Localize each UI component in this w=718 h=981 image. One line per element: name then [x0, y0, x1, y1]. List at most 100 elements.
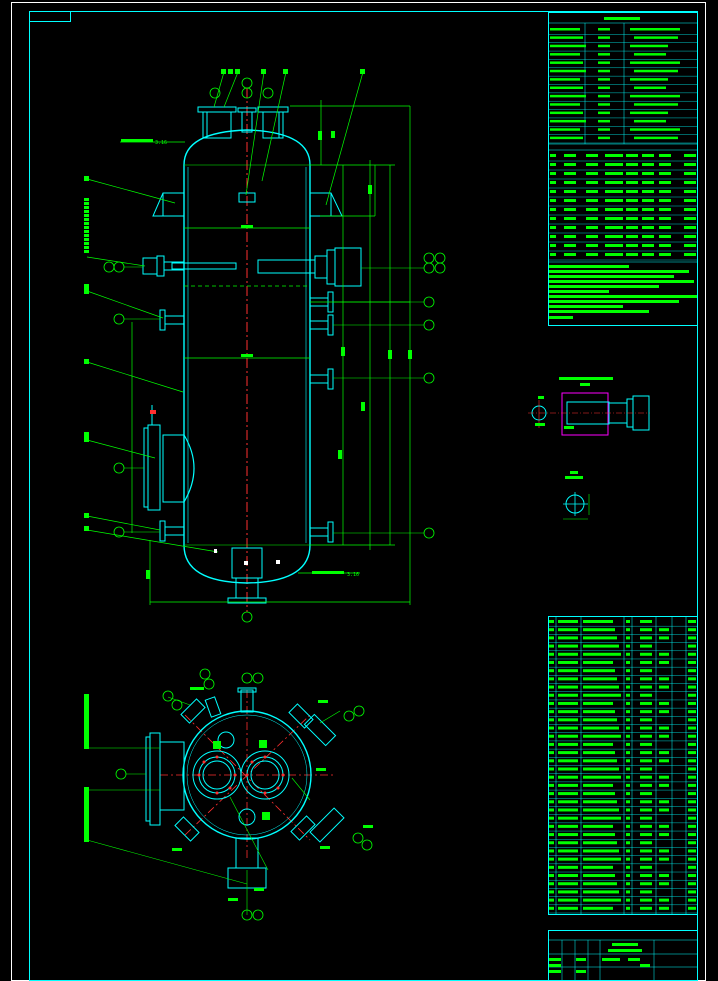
table-cell-text [688, 849, 696, 853]
table-cell-text [688, 652, 696, 656]
table-cell-text [634, 119, 666, 123]
table-cell-text [626, 767, 630, 771]
table-cell-text [688, 751, 696, 755]
dimension-values [146, 131, 412, 579]
table-cell-text [598, 128, 610, 131]
table-cell-text [583, 644, 619, 648]
table-cell-text [659, 685, 669, 689]
table-cell-text [630, 128, 680, 131]
table-cell-text [630, 78, 668, 81]
table-cell-text [598, 61, 610, 64]
table-cell-text [626, 669, 630, 673]
table-cell-text [626, 816, 630, 820]
table-cell-text [564, 235, 576, 238]
table-cell-text [640, 906, 652, 910]
table-cell-text [549, 734, 554, 738]
table-cell-text [626, 751, 630, 755]
table-cell-text [549, 620, 554, 623]
table-cell-text [549, 685, 554, 689]
table-cell-text [558, 824, 578, 828]
table-cell-text [626, 783, 630, 787]
table-cell-text [626, 857, 630, 861]
table-cell-text [598, 119, 610, 123]
table-cell-text [640, 734, 652, 738]
table-cell-text [605, 253, 623, 256]
table-cell-text [550, 36, 583, 39]
table-cell-text [659, 800, 669, 804]
table-cell-text [634, 36, 678, 39]
table-cell-text [586, 253, 598, 256]
table-cell-text [558, 833, 578, 837]
table-cell-text [586, 226, 598, 229]
table-cell-text [549, 742, 554, 746]
table-cell-text [550, 172, 556, 175]
table-cell-text [659, 226, 671, 229]
table-cell-text [626, 874, 630, 878]
table-cell-text [626, 833, 630, 837]
table-cell-text [558, 652, 578, 656]
table-cell-text [583, 783, 613, 787]
table-cell-text [549, 718, 554, 722]
table-cell-text [626, 824, 630, 828]
plan-bolt-holes [197, 755, 285, 795]
table-cell-text [640, 865, 652, 869]
callout-leaders [124, 266, 424, 534]
leader-lines-left [86, 178, 219, 553]
table-cell-text [626, 199, 638, 202]
table-cell-text [626, 693, 630, 697]
plan-leaders [86, 696, 341, 915]
table-cell-text [684, 163, 696, 166]
table-cell-text [583, 906, 613, 910]
detail-small-fitting [563, 471, 590, 520]
table-cell-text [659, 824, 669, 828]
table-cell-text [586, 190, 598, 193]
table-cell-text [564, 199, 576, 202]
table-cell-text [640, 767, 652, 771]
table-cell-text [549, 677, 554, 681]
table-cell-text [688, 710, 696, 714]
table-cell-text [642, 208, 654, 211]
table-cell-text [550, 190, 556, 193]
table-cell-text [550, 244, 556, 247]
table-cell-text [688, 742, 696, 746]
table-cell-text [549, 898, 554, 902]
table-cell-text [640, 652, 652, 656]
table-cell-text [626, 882, 630, 886]
vessel-front-elevation: 3.16 3.16 [84, 69, 446, 623]
table-cell-text [688, 726, 696, 730]
table-cell-text [688, 792, 696, 796]
table-cell-text [626, 734, 630, 738]
table-cell-text [659, 235, 671, 238]
detail-nozzle-view [528, 377, 650, 436]
table-cell-text [558, 767, 578, 771]
table-cell-text [630, 94, 680, 98]
table-cell-text [642, 163, 654, 166]
table-cell-text [626, 660, 630, 664]
table-cell-text [564, 244, 576, 247]
table-cell-text [634, 103, 678, 106]
table-cell-text [684, 199, 696, 202]
table-cell-text [558, 644, 578, 648]
table-cell-text [550, 28, 580, 31]
table-cell-text [659, 199, 671, 202]
table-cell-text [688, 874, 696, 878]
table-cell-text [558, 669, 578, 673]
table-cell-text [626, 701, 630, 705]
table-cell-text [564, 172, 576, 175]
table-cell-text [659, 783, 669, 787]
table-cell-text [583, 726, 619, 730]
table-cell-text [688, 701, 696, 705]
table-cell-text [642, 154, 654, 157]
table-cell-text [626, 775, 630, 779]
plan-label-bars [84, 687, 373, 901]
table-cell-text [626, 808, 630, 812]
table-cell-text [598, 103, 610, 106]
table-cell-text [558, 685, 578, 689]
table-cell-text [583, 865, 613, 869]
table-cell-text [659, 751, 669, 755]
table-cell-text [688, 783, 696, 787]
right-nozzles [257, 247, 362, 543]
table-cell-text [598, 94, 610, 98]
table-cell-text [688, 833, 696, 837]
table-cell-text [640, 800, 652, 804]
